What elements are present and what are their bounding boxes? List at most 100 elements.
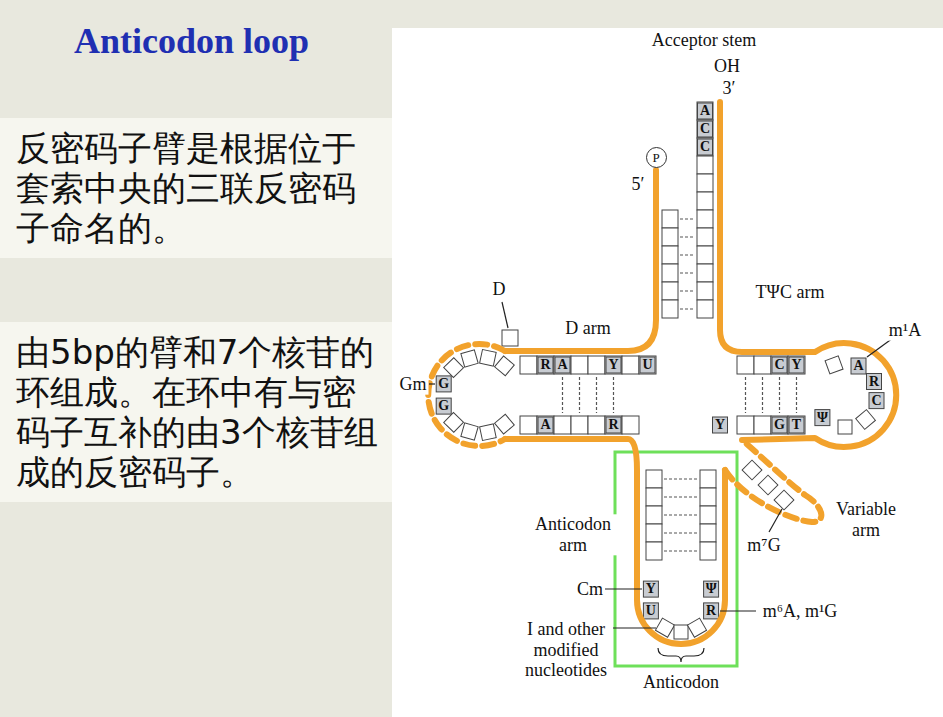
nucleotide-letter: R (706, 603, 716, 619)
anticodon-bracket (658, 648, 704, 662)
nucleotide-box (662, 228, 678, 246)
nucleotide-box (571, 416, 588, 434)
nucleotide-box (788, 416, 805, 434)
nucleotide-box (697, 246, 713, 264)
phosphate-circle: P (646, 147, 667, 168)
modified-nucleotide-box (867, 374, 882, 390)
slide-title: Anticodon loop (74, 20, 309, 62)
nucleotide-box (444, 358, 464, 378)
nucleotide-box (697, 282, 713, 300)
base-pair (664, 478, 698, 479)
leader-line (605, 588, 642, 589)
part-label: I and other modified nucleotides (519, 619, 613, 681)
node-text: 由5bp的臂和7个核苷的环组成。在环中有与密码子互补的由3个核苷组成的反密码子。 (16, 332, 378, 492)
nucleotide-box (646, 542, 662, 560)
nucleotide-box (605, 416, 622, 434)
backbone (505, 170, 656, 351)
base-pair (680, 308, 695, 309)
nucleotide-letter: A (700, 103, 710, 119)
backbone (720, 102, 896, 447)
nucleotide-letter: U (646, 603, 656, 619)
part-label: Anticodon arm (528, 514, 618, 555)
leader-line (867, 338, 893, 357)
nucleotide-box (646, 524, 662, 542)
nucleotide-letter: Y (791, 357, 801, 373)
nucleotide-letter: C (774, 357, 784, 373)
base-pair (664, 496, 698, 497)
modified-nucleotide-box (606, 357, 621, 373)
nucleotide-box (554, 356, 571, 374)
nucleotide-letter: Y (608, 357, 618, 373)
nucleotide-box (737, 416, 754, 434)
nucleotide-box (571, 356, 588, 374)
nucleotide-box (520, 416, 537, 434)
nucleotide-box (444, 412, 464, 432)
modified-nucleotide-box (436, 376, 451, 392)
part-label: Acceptor stem (650, 30, 758, 51)
base-pair (779, 377, 780, 413)
diagram-ground (392, 28, 943, 717)
nucleotide-box (662, 264, 678, 282)
nucleotide-box (662, 210, 678, 228)
base-pair (680, 218, 695, 219)
base-pair (562, 377, 563, 413)
base-pair (664, 514, 698, 515)
nucleotide-box (758, 475, 778, 495)
part-label: D arm (563, 318, 612, 339)
modified-nucleotide-box (538, 357, 553, 373)
base-pair (762, 377, 763, 413)
modified-nucleotide-box (643, 603, 658, 619)
base-pair (796, 377, 797, 413)
modified-nucleotide-box (704, 581, 719, 597)
modified-nucleotide-box (436, 398, 451, 414)
nucleotide-box (697, 264, 713, 282)
nucleotide-box (838, 420, 852, 434)
modified-nucleotide-box (815, 410, 830, 426)
base-pair (664, 550, 698, 551)
base-pair (680, 254, 695, 255)
backbone (505, 439, 725, 644)
nucleotide-box (697, 174, 713, 192)
nucleotide-letter: A (853, 358, 863, 374)
modified-nucleotide-box (772, 417, 787, 433)
nucleotide-box (588, 416, 605, 434)
nucleotide-box (495, 356, 515, 376)
nucleotide-box (856, 410, 876, 430)
nucleotide-box (697, 138, 713, 156)
nucleotide-letter: G (774, 417, 785, 433)
nucleotide-box (480, 350, 497, 367)
nucleotide-box (697, 120, 713, 138)
nucleotide-letter: R (608, 417, 618, 433)
nucleotide-letter: R (540, 357, 550, 373)
nucleotide-box (700, 506, 716, 524)
nucleotide-letter: T (792, 417, 801, 433)
nucleotide-box (825, 356, 843, 374)
modified-nucleotide-box (538, 417, 553, 433)
nucleotide-box (788, 356, 805, 374)
nucleotide-box (588, 356, 605, 374)
nucleotide-box (700, 524, 716, 542)
nucleotide-box (502, 330, 518, 346)
nucleotide-box (674, 625, 688, 639)
nucleotide-box (662, 246, 678, 264)
modified-nucleotide-box (698, 103, 713, 119)
part-label: Anticodon (641, 672, 721, 693)
part-label: m¹A (887, 320, 923, 341)
part-label: Cm (575, 579, 605, 600)
nucleotide-box (697, 192, 713, 210)
modified-nucleotide-box (698, 139, 713, 155)
node-text: P (652, 151, 659, 164)
nucleotide-box (646, 506, 662, 524)
modified-nucleotide-box (640, 357, 655, 373)
modified-nucleotide-box (713, 417, 728, 433)
nucleotide-boxes (436, 102, 884, 639)
part-label: D (491, 279, 508, 300)
nucleotide-box (461, 350, 478, 367)
base-pair (579, 377, 580, 413)
nucleotide-box (697, 210, 713, 228)
nucleotide-box (742, 460, 762, 480)
nucleotide-box (700, 542, 716, 560)
modified-nucleotide-box (643, 581, 658, 597)
